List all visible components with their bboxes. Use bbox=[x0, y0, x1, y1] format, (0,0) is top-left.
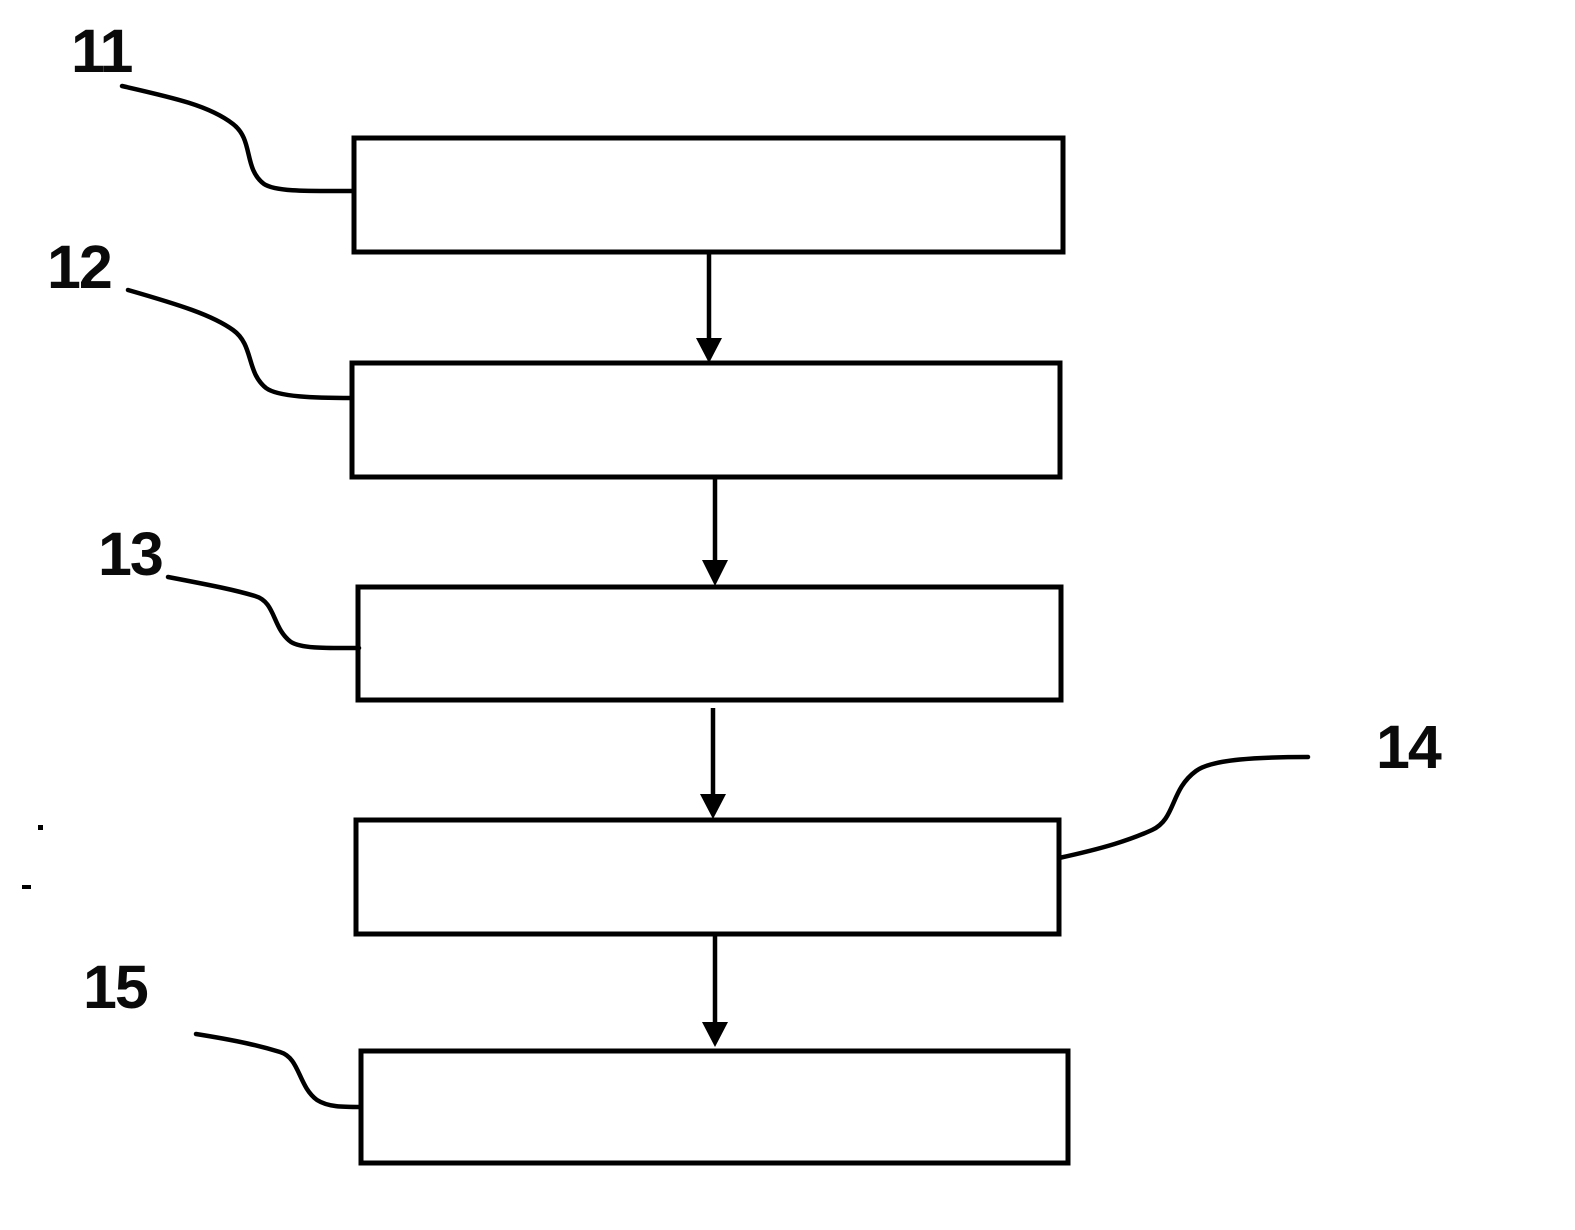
arrow-head-icon bbox=[696, 338, 722, 363]
ref-label-14: 14 bbox=[1376, 713, 1442, 781]
leader-line-15 bbox=[193, 1031, 364, 1110]
arrow-head-icon bbox=[702, 560, 728, 586]
leader-line-12 bbox=[125, 287, 355, 401]
arrow-head-icon bbox=[702, 1022, 728, 1047]
ref-label-13: 13 bbox=[98, 520, 162, 588]
flow-arrow-3 bbox=[700, 708, 726, 819]
process-box-15 bbox=[358, 1048, 1071, 1166]
ref-label-11: 11 bbox=[71, 17, 133, 85]
ref-label-12: 12 bbox=[47, 233, 111, 301]
flow-arrow-1 bbox=[696, 253, 722, 363]
leader-line-14 bbox=[1056, 754, 1311, 861]
scan-artifact-dot bbox=[22, 885, 31, 889]
process-box-11 bbox=[351, 135, 1066, 255]
leader-line-11 bbox=[119, 83, 357, 194]
flow-arrow-4 bbox=[702, 934, 728, 1047]
process-box-12 bbox=[349, 360, 1063, 480]
process-box-14 bbox=[353, 817, 1062, 937]
scan-artifact-dot bbox=[38, 825, 43, 830]
leader-line-13 bbox=[165, 574, 362, 651]
arrow-head-icon bbox=[700, 794, 726, 819]
flow-arrow-2 bbox=[702, 477, 728, 586]
process-box-13 bbox=[355, 584, 1064, 703]
ref-label-15: 15 bbox=[83, 953, 148, 1021]
